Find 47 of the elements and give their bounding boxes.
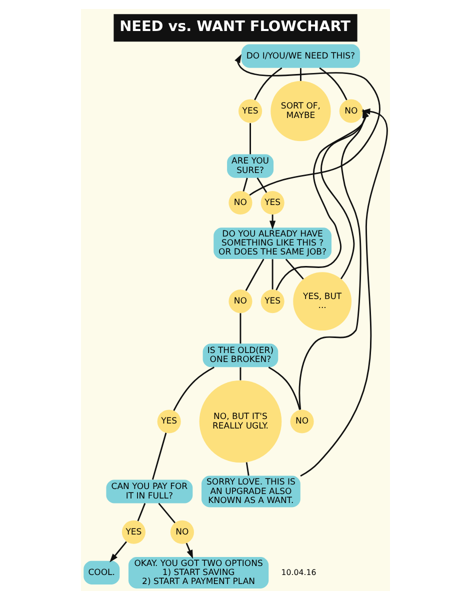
connector bbox=[271, 259, 273, 290]
connector bbox=[300, 68, 301, 81]
node-circle: NO, BUT IT'S REALLY UGLY. bbox=[198, 380, 282, 463]
connector bbox=[239, 367, 241, 380]
node-circle: NO bbox=[290, 410, 314, 434]
connector bbox=[245, 462, 249, 476]
node-circle: NO bbox=[228, 190, 252, 215]
node-box: DO YOU ALREADY HAVE SOMETHING LIKE THIS ? OR DOES THE SAME JOB? bbox=[213, 228, 331, 260]
node-circle: YES, BUT ... bbox=[292, 272, 352, 331]
connector bbox=[284, 258, 304, 280]
connector bbox=[254, 67, 282, 100]
connector bbox=[136, 503, 146, 522]
connector bbox=[318, 67, 347, 100]
connector bbox=[249, 123, 250, 154]
connector bbox=[242, 178, 248, 192]
arrow bbox=[268, 214, 276, 230]
arrow bbox=[320, 109, 368, 280]
arrow bbox=[234, 54, 380, 196]
node-circle: SORT OF, MAYBE bbox=[270, 81, 330, 142]
node-circle: YES bbox=[260, 290, 284, 314]
node-box: SORRY LOVE. THIS IS AN UPGRADE ALSO KNOWN AS A WANT. bbox=[201, 476, 300, 508]
arrow bbox=[109, 541, 126, 562]
node-circle: YES bbox=[238, 99, 262, 123]
node-circle: YES bbox=[121, 520, 145, 544]
connector bbox=[151, 432, 166, 480]
node-box: COOL. bbox=[83, 560, 120, 585]
connector bbox=[158, 502, 175, 524]
node-circle: NO bbox=[338, 99, 362, 123]
node-box: OKAY. YOU GOT TWO OPTIONS 1) START SAVING 2) START A PAYMENT PLAN bbox=[128, 557, 268, 588]
arrow bbox=[298, 108, 368, 410]
connector bbox=[244, 258, 264, 291]
arrow bbox=[185, 542, 193, 559]
node-box: DO I/YOU/WE NEED THIS? bbox=[240, 44, 360, 68]
connector bbox=[268, 366, 300, 410]
node-circle: YES bbox=[156, 410, 180, 434]
node-box: CAN YOU PAY FOR IT IN FULL? bbox=[106, 480, 192, 504]
node-box: ARE YOU SURE? bbox=[226, 154, 274, 178]
node-box: IS THE OLD(ER) ONE BROKEN? bbox=[202, 344, 278, 368]
connector bbox=[239, 313, 241, 344]
diagram-title: NEED vs. WANT FLOWCHART bbox=[119, 18, 350, 35]
node-circle: NO bbox=[170, 520, 194, 544]
connector bbox=[256, 178, 267, 193]
node-circle: NO bbox=[228, 290, 252, 314]
arrow bbox=[300, 108, 388, 477]
arrow bbox=[275, 109, 368, 290]
connector bbox=[172, 366, 214, 411]
node-circle: YES bbox=[260, 190, 284, 215]
